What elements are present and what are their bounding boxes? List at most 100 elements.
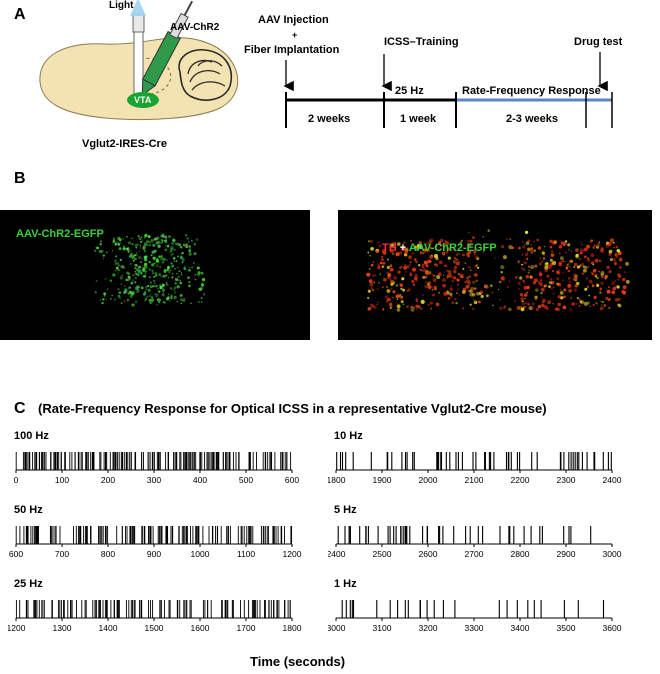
cell-dot xyxy=(442,274,445,276)
cell-dot xyxy=(558,245,563,249)
cell-dot xyxy=(542,300,546,303)
cell-dot xyxy=(150,293,152,295)
cell-dot xyxy=(170,295,173,298)
cell-dot xyxy=(601,301,604,303)
cell-dot xyxy=(441,251,446,256)
cell-dot xyxy=(200,297,203,299)
cell-dot xyxy=(520,267,523,270)
cell-dot xyxy=(182,299,185,302)
cell-dot xyxy=(619,266,622,269)
cell-dot xyxy=(548,281,553,285)
cell-dot xyxy=(557,295,561,299)
panel-c-title: (Rate-Frequency Response for Optical ICS… xyxy=(38,401,547,416)
cell-dot xyxy=(526,257,529,261)
cell-dot xyxy=(195,238,199,241)
freq-label: 25 Hz xyxy=(395,85,424,97)
cell-dot xyxy=(521,253,524,256)
cell-dot xyxy=(545,261,549,265)
cell-dot xyxy=(373,305,377,309)
cell-dot xyxy=(390,287,393,290)
cell-dot xyxy=(170,297,173,300)
cell-dot xyxy=(140,261,142,264)
cell-dot xyxy=(176,300,178,303)
cell-dot xyxy=(608,306,611,310)
cell-dot xyxy=(553,240,558,244)
cell-dot xyxy=(143,266,147,270)
x-tick-label: 2600 xyxy=(419,549,438,559)
cell-dot xyxy=(472,280,476,284)
cell-dot xyxy=(543,249,545,251)
cell-dot xyxy=(155,293,159,297)
cell-dot xyxy=(444,241,450,246)
cell-dot xyxy=(470,289,474,293)
cell-dot xyxy=(130,252,134,256)
cell-dot xyxy=(416,247,419,250)
cell-dot xyxy=(202,293,206,296)
cell-dot xyxy=(466,239,470,243)
cell-dot xyxy=(119,242,122,244)
cell-dot xyxy=(144,265,146,267)
cell-dot xyxy=(427,281,431,285)
cell-dot xyxy=(551,270,555,273)
cell-dot xyxy=(587,245,591,248)
cell-dot xyxy=(117,236,121,241)
cell-dot xyxy=(433,254,439,259)
cell-dot xyxy=(176,272,178,275)
cell-dot xyxy=(134,300,138,304)
cell-dot xyxy=(402,303,405,306)
cell-dot xyxy=(436,274,441,280)
cell-dot xyxy=(462,307,465,310)
cell-dot xyxy=(431,273,434,276)
cell-dot xyxy=(102,298,105,301)
cell-dot xyxy=(123,290,127,294)
cell-dot xyxy=(600,304,603,306)
cell-dot xyxy=(413,306,416,309)
cell-dot xyxy=(615,255,619,259)
panel-label-c: C xyxy=(14,400,26,417)
cell-dot xyxy=(549,239,553,243)
cell-dot xyxy=(487,229,490,232)
cell-dot xyxy=(474,264,478,268)
cell-dot xyxy=(619,259,622,262)
cell-dot xyxy=(474,273,478,277)
cell-dot xyxy=(573,266,576,268)
cell-dot xyxy=(153,262,156,265)
duration-1: 2 weeks xyxy=(308,113,351,125)
cell-dot xyxy=(426,248,431,253)
x-tick-label: 2000 xyxy=(419,475,438,485)
cell-dot xyxy=(524,301,528,305)
cell-dot xyxy=(521,278,523,281)
cell-dot xyxy=(143,274,147,278)
cell-dot xyxy=(138,286,141,288)
cell-dot xyxy=(486,294,489,298)
cell-dot xyxy=(165,283,169,287)
x-tick-label: 1600 xyxy=(191,623,210,633)
cell-dot xyxy=(441,277,447,283)
cell-dot xyxy=(190,239,193,242)
cell-dot xyxy=(531,302,535,306)
cell-dot xyxy=(132,259,135,262)
cell-dot xyxy=(113,237,116,240)
cell-dot xyxy=(615,245,619,249)
cell-dot xyxy=(430,308,433,310)
cell-dot xyxy=(605,276,607,279)
cell-dot xyxy=(410,308,415,312)
cell-dot xyxy=(167,265,170,269)
cell-dot xyxy=(517,260,521,264)
cell-dot xyxy=(378,244,382,248)
cell-dot xyxy=(120,283,123,285)
cell-dot xyxy=(421,265,425,268)
cell-dot xyxy=(134,267,137,270)
cell-dot xyxy=(422,263,425,266)
cell-dot xyxy=(592,303,595,307)
cell-dot xyxy=(520,307,525,312)
cell-dot xyxy=(184,265,186,267)
cell-dot xyxy=(153,249,157,253)
cell-dot xyxy=(201,277,206,282)
cell-dot xyxy=(454,297,457,301)
cell-dot xyxy=(568,266,570,268)
cell-dot xyxy=(471,292,476,297)
cell-dot xyxy=(116,241,119,244)
cell-dot xyxy=(404,263,407,267)
